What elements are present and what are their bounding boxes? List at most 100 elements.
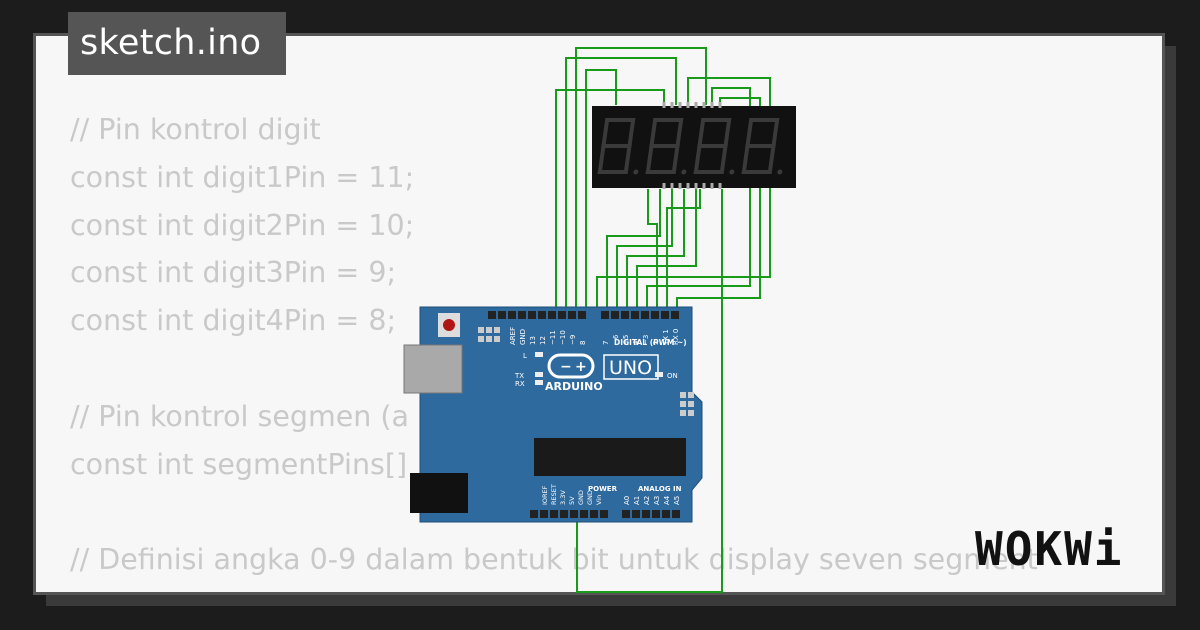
icsp-pin — [680, 401, 686, 407]
display-pin[interactable] — [694, 183, 698, 189]
header-pin[interactable] — [528, 311, 536, 319]
pin-label: ~10 — [559, 330, 567, 345]
segment — [741, 146, 750, 174]
segment — [645, 170, 677, 174]
wire — [555, 89, 665, 316]
icsp-pin — [688, 410, 694, 416]
wire — [576, 189, 723, 593]
code-line: const int digit3Pin = 9; — [70, 256, 397, 290]
header-pin[interactable] — [558, 311, 566, 319]
header-pin[interactable] — [631, 311, 639, 319]
seven-segment-display[interactable] — [592, 102, 796, 189]
header-pin[interactable] — [621, 311, 629, 319]
display-pin[interactable] — [662, 183, 666, 189]
file-tab[interactable]: sketch.ino — [68, 12, 286, 75]
display-pin[interactable] — [670, 102, 674, 108]
board-led — [535, 352, 543, 357]
header-pin[interactable] — [601, 311, 609, 319]
header-pin[interactable] — [662, 510, 670, 518]
usb-port — [403, 344, 463, 394]
header-pin[interactable] — [651, 311, 659, 319]
header-pin[interactable] — [570, 510, 578, 518]
pin-label: AREF — [509, 327, 517, 345]
display-pin[interactable] — [662, 102, 666, 108]
header-pin[interactable] — [671, 311, 679, 319]
pin-headers[interactable] — [488, 311, 680, 518]
segment — [693, 170, 725, 174]
wire — [585, 69, 617, 316]
display-pin[interactable] — [710, 183, 714, 189]
pin-label: 8 — [579, 341, 587, 345]
header-pin[interactable] — [488, 311, 496, 319]
icsp-pin — [486, 327, 492, 333]
pin-label: 12 — [539, 336, 547, 345]
display-pin[interactable] — [678, 183, 682, 189]
display-digit — [645, 118, 687, 175]
pin-label: A3 — [653, 496, 661, 505]
code-line: const byte digits[] = { — [70, 584, 1038, 592]
board-led — [535, 372, 543, 377]
display-pin[interactable] — [702, 102, 706, 108]
code-line: // Definisi angka 0-9 dalam bentuk bit u… — [70, 543, 1038, 577]
header-pin[interactable] — [652, 510, 660, 518]
header-pin[interactable] — [672, 510, 680, 518]
display-pin[interactable] — [718, 102, 722, 108]
led-label: TX — [514, 372, 524, 380]
header-pin[interactable] — [538, 311, 546, 319]
segment — [697, 118, 706, 146]
pin-label: Vin — [595, 495, 603, 505]
segment — [649, 118, 658, 146]
header-pin[interactable] — [548, 311, 556, 319]
display-pin[interactable] — [710, 102, 714, 108]
display-pin[interactable] — [686, 183, 690, 189]
segment — [745, 118, 754, 146]
arduino-uno-board[interactable]: − + ARDUINO UNO DIGITAL (PWM ~) POWER AN… — [403, 306, 703, 523]
decimal-point — [729, 169, 735, 175]
code-line: // Pin kontrol segmen (a — [70, 399, 410, 433]
icsp-pin — [478, 327, 484, 333]
segment — [771, 118, 780, 146]
display-pin[interactable] — [694, 102, 698, 108]
segment — [601, 144, 632, 148]
wire — [647, 189, 658, 316]
display-pin[interactable] — [718, 183, 722, 189]
board-logo-text: ARDUINO — [545, 380, 603, 393]
pin-label: 2 — [652, 341, 660, 345]
led-label: L — [523, 352, 527, 360]
header-pin[interactable] — [540, 510, 548, 518]
header-pin[interactable] — [661, 311, 669, 319]
segment — [723, 118, 732, 146]
segment — [748, 118, 780, 122]
header-pin[interactable] — [642, 510, 650, 518]
segment — [627, 118, 636, 146]
display-pin[interactable] — [670, 183, 674, 189]
display-pin[interactable] — [702, 183, 706, 189]
header-pin[interactable] — [550, 510, 558, 518]
display-pin[interactable] — [686, 102, 690, 108]
decimal-point — [777, 169, 783, 175]
header-pin[interactable] — [590, 510, 598, 518]
icsp-header-2 — [680, 392, 694, 416]
header-pin[interactable] — [622, 510, 630, 518]
pin-label: A4 — [663, 495, 671, 505]
header-pin[interactable] — [578, 311, 586, 319]
icsp-pin — [494, 336, 500, 342]
header-pin[interactable] — [611, 311, 619, 319]
header-pin[interactable] — [560, 510, 568, 518]
header-pin[interactable] — [518, 311, 526, 319]
header-pin[interactable] — [641, 311, 649, 319]
segment — [700, 118, 732, 122]
header-pin[interactable] — [530, 510, 538, 518]
header-pin[interactable] — [580, 510, 588, 518]
header-pin[interactable] — [498, 311, 506, 319]
header-pin[interactable] — [600, 510, 608, 518]
header-pin[interactable] — [508, 311, 516, 319]
header-pin[interactable] — [632, 510, 640, 518]
display-digit — [741, 118, 783, 175]
segment — [623, 146, 632, 174]
header-pin[interactable] — [568, 311, 576, 319]
display-pin[interactable] — [678, 102, 682, 108]
led-label: RX — [515, 380, 525, 388]
